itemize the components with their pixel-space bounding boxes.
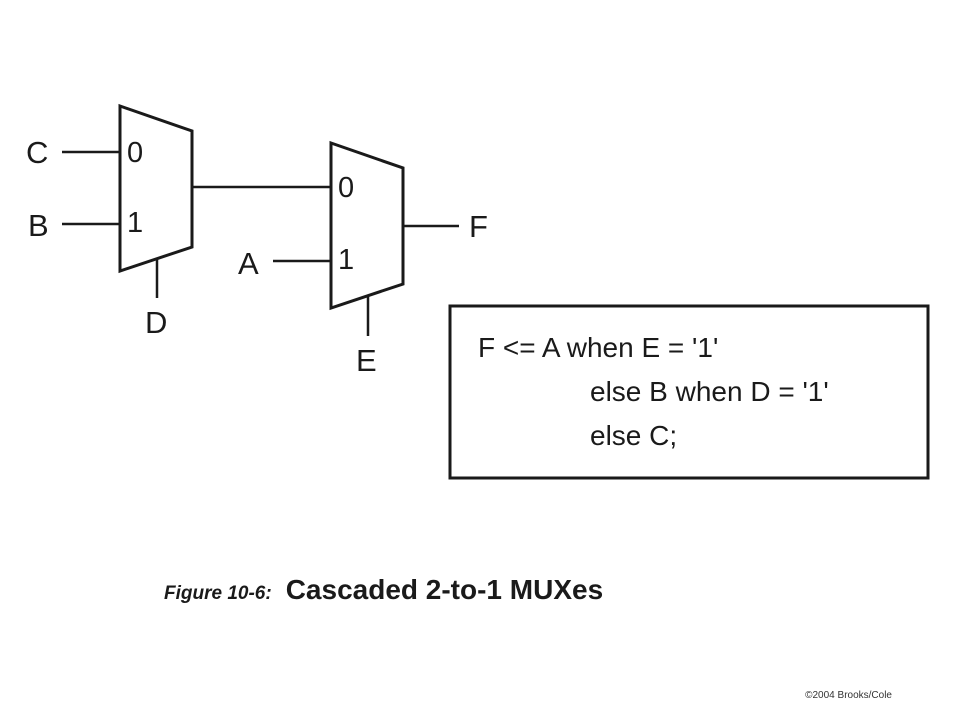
figure-number: Figure 10-6: xyxy=(164,583,272,604)
signal-d-label: D xyxy=(145,305,167,340)
copyright-notice: ©2004 Brooks/Cole xyxy=(805,690,892,701)
signal-e-label: E xyxy=(356,343,377,378)
code-line-1: F <= A when E = '1' xyxy=(478,332,718,363)
mux1-body xyxy=(118,103,194,274)
figure-caption: Figure 10-6: Cascaded 2-to-1 MUXes xyxy=(164,574,603,606)
mux1-input0-label: 0 xyxy=(127,137,143,169)
mux2-input1-label: 1 xyxy=(338,244,354,276)
mux2-input0-label: 0 xyxy=(338,172,354,204)
figure-title: Cascaded 2-to-1 MUXes xyxy=(285,574,604,605)
code-line-2: else B when D = '1' xyxy=(590,376,829,407)
mux2-body xyxy=(329,140,405,311)
code-box xyxy=(448,304,930,480)
code-line-3: else C; xyxy=(590,420,677,451)
signal-a-label: A xyxy=(238,246,259,281)
signal-b-label: B xyxy=(28,208,49,243)
signal-c-label: C xyxy=(26,135,48,170)
signal-f-label: F xyxy=(469,209,488,244)
mux1-input1-label: 1 xyxy=(127,207,143,239)
